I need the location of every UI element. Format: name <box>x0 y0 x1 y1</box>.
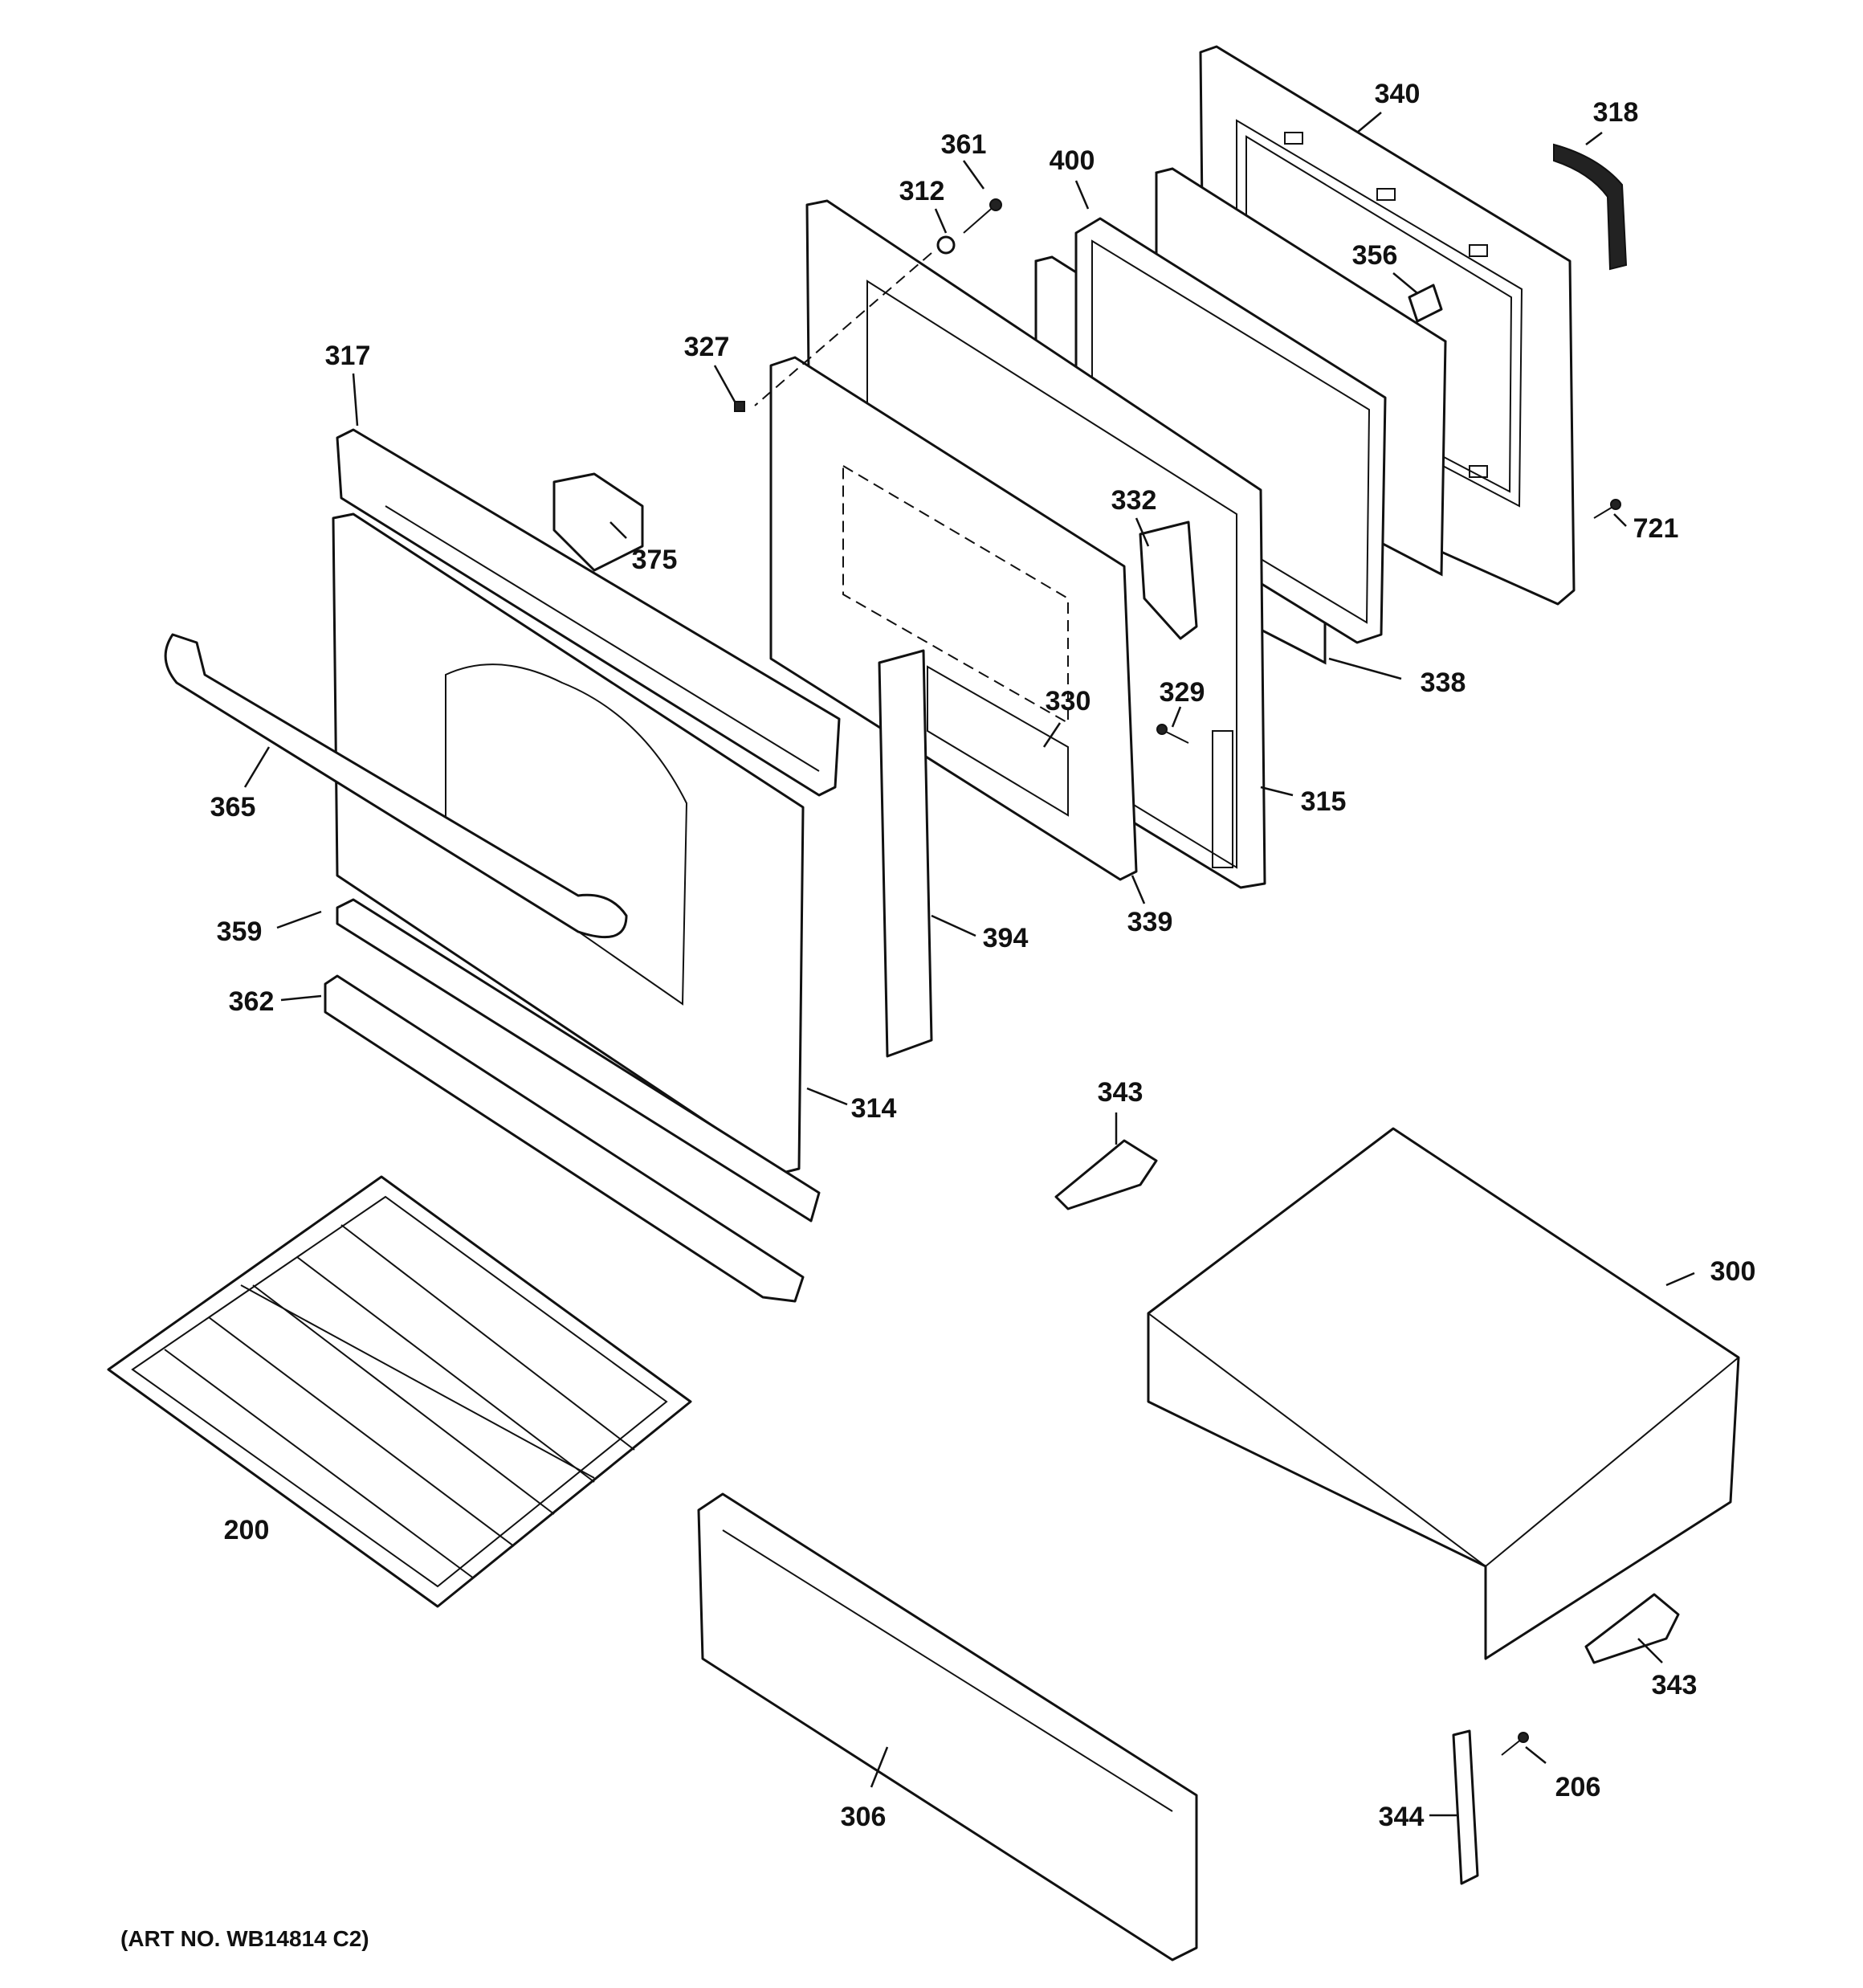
callout-200: 200 <box>223 1515 270 1545</box>
callout-344: 344 <box>1378 1802 1425 1832</box>
part-365-handle <box>164 633 628 939</box>
part-318-gasket <box>1553 143 1628 271</box>
part-306-drawer-front <box>697 1492 1198 1961</box>
part-317-trim <box>336 428 841 797</box>
callout-314: 314 <box>850 1093 897 1124</box>
callout-375: 375 <box>631 545 678 575</box>
callout-306: 306 <box>840 1802 887 1832</box>
part-375-bracket <box>552 472 644 572</box>
part-359-trim <box>336 898 821 1223</box>
part-314-door-outer <box>332 512 805 1174</box>
part-356-bracket <box>1408 284 1443 323</box>
part-330-window <box>927 665 1069 817</box>
part-344-rail <box>1452 1729 1479 1885</box>
part-343-slide-lower <box>1584 1593 1680 1664</box>
callout-206: 206 <box>1555 1772 1601 1802</box>
part-329-screw <box>1156 724 1189 744</box>
callout-343-upper: 343 <box>1097 1077 1143 1108</box>
callout-400: 400 <box>1049 145 1095 176</box>
part-362-vent-trim <box>324 974 805 1303</box>
leader-lines <box>243 112 1695 1817</box>
callout-318: 318 <box>1592 97 1639 128</box>
callout-315: 315 <box>1300 786 1347 817</box>
callout-394: 394 <box>982 923 1029 953</box>
part-361-screw <box>963 198 1002 234</box>
callout-317: 317 <box>324 341 371 371</box>
callout-312: 312 <box>899 176 945 206</box>
callout-356: 356 <box>1351 240 1398 271</box>
art-number: (ART NO. WB14814 C2) <box>120 1926 369 1951</box>
part-206-screw <box>1501 1732 1529 1756</box>
part-394-hinge <box>878 649 933 1058</box>
part-339-insulation <box>769 356 1138 881</box>
part-721-screw <box>1593 499 1621 519</box>
callout-340: 340 <box>1374 79 1421 109</box>
assembly-dashed-line <box>754 252 932 406</box>
part-300-drawer <box>1147 1127 1740 1660</box>
callout-330: 330 <box>1045 686 1091 716</box>
callout-361: 361 <box>940 129 987 160</box>
callout-343-lower: 343 <box>1651 1670 1698 1700</box>
callout-329: 329 <box>1159 677 1205 708</box>
callout-362: 362 <box>228 986 275 1017</box>
part-312-washer <box>936 235 956 255</box>
callout-327: 327 <box>683 332 730 362</box>
callout-365: 365 <box>210 792 256 823</box>
part-327-clip <box>734 401 745 412</box>
callout-338: 338 <box>1420 667 1466 698</box>
callout-332: 332 <box>1111 485 1157 516</box>
callout-339: 339 <box>1127 907 1173 937</box>
part-200-rack <box>107 1175 692 1608</box>
callout-300: 300 <box>1710 1256 1756 1287</box>
callout-359: 359 <box>216 916 263 947</box>
part-332-bracket <box>1139 520 1198 640</box>
part-343-slide-upper <box>1054 1139 1158 1210</box>
callout-721: 721 <box>1633 513 1679 544</box>
